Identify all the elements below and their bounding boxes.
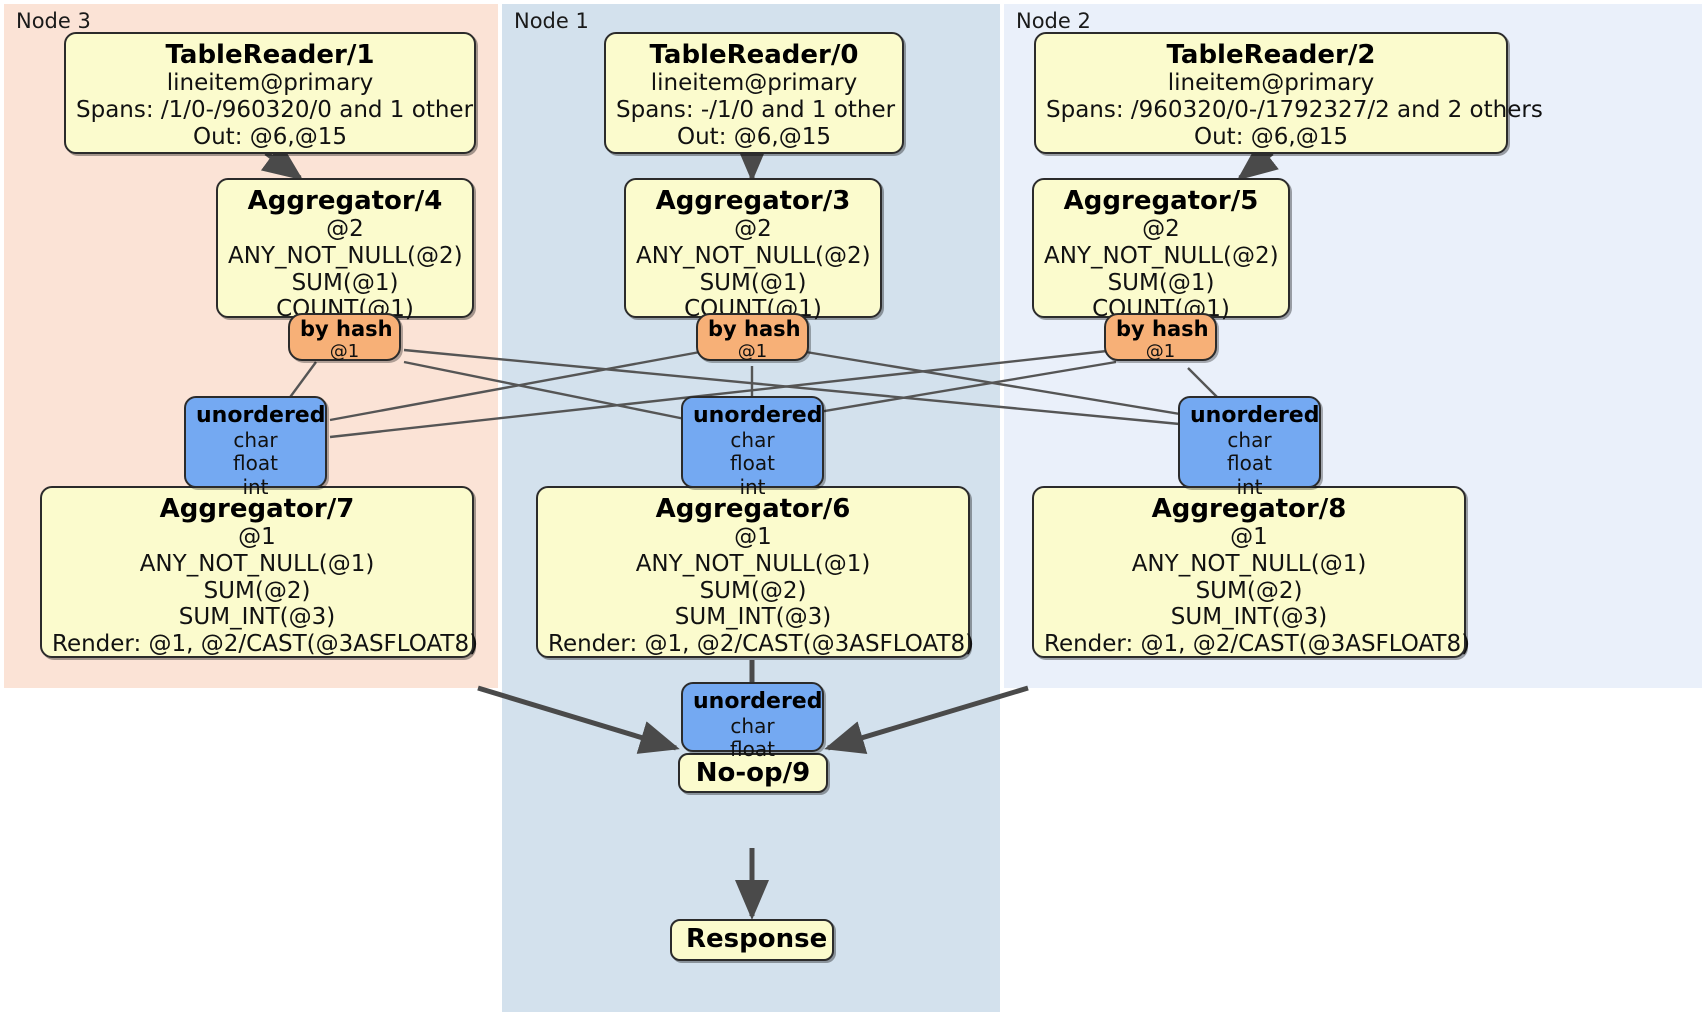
processor-title: TableReader/1 xyxy=(165,40,375,70)
processor-title: No-op/9 xyxy=(695,758,811,788)
synchronizer-type-line: float xyxy=(233,451,278,476)
processor-detail-line: @1 xyxy=(1230,524,1268,551)
router-title: by hash xyxy=(1116,317,1209,341)
processor-detail-line: @2 xyxy=(326,216,364,243)
processor-title: Aggregator/3 xyxy=(655,186,851,216)
processor-detail-line: ANY_NOT_NULL(@1) xyxy=(635,550,871,577)
processor-title: TableReader/2 xyxy=(1166,40,1376,70)
processor-render-line: Render: @1, @2/CAST(@3ASFLOAT8) xyxy=(1044,630,1471,657)
processor-aggregator-7[interactable]: Aggregator/7 @1 ANY_NOT_NULL(@1) SUM(@2)… xyxy=(40,486,479,658)
synchronizer-type-line: int xyxy=(1236,474,1263,499)
router-detail-line: @1 xyxy=(737,340,768,362)
processor-detail-line: ANY_NOT_NULL(@2) xyxy=(1044,242,1279,269)
processor-detail-line: @1 xyxy=(238,524,276,551)
processor-detail-line: ANY_NOT_NULL(@2) xyxy=(228,242,463,269)
processor-render-line: Render: @1, @2/CAST(@3ASFLOAT8) xyxy=(52,630,479,657)
processor-detail-line: Out: @6,@15 xyxy=(1194,123,1348,150)
processor-detail-line: SUM(@2) xyxy=(1195,577,1303,604)
synchronizer-type-line: char xyxy=(233,427,278,452)
processor-title: Aggregator/7 xyxy=(159,494,355,524)
synchronizer-type-line: char xyxy=(730,427,775,452)
processor-detail-line: ANY_NOT_NULL(@2) xyxy=(636,242,871,269)
synchronizer-type-line: float xyxy=(730,451,775,476)
processor-title: Aggregator/8 xyxy=(1151,494,1347,524)
router-by-hash-center[interactable]: by hash @1 xyxy=(696,313,809,361)
processor-detail-line: SUM(@2) xyxy=(699,577,807,604)
router-detail-line: @1 xyxy=(1145,340,1176,362)
synchronizer-title: unordered xyxy=(693,403,823,428)
processor-detail-line: lineitem@primary xyxy=(166,70,374,97)
synchronizer-unordered-left[interactable]: unordered char float int xyxy=(184,396,327,498)
router-detail-line: @1 xyxy=(329,340,360,362)
processor-detail-line: SUM(@1) xyxy=(291,269,399,296)
processor-detail-line: Spans: -/1/0 and 1 other xyxy=(616,96,896,123)
processor-tablereader-0[interactable]: TableReader/0 lineitem@primary Spans: -/… xyxy=(604,32,904,154)
processor-response[interactable]: Response xyxy=(670,919,834,961)
processor-aggregator-8[interactable]: Aggregator/8 @1 ANY_NOT_NULL(@1) SUM(@2)… xyxy=(1032,486,1471,658)
processor-detail-line: Out: @6,@15 xyxy=(193,123,347,150)
synchronizer-type-line: float xyxy=(1227,451,1272,476)
processor-detail-line: @2 xyxy=(734,216,772,243)
synchronizer-type-line: int xyxy=(739,474,766,499)
processor-aggregator-6[interactable]: Aggregator/6 @1 ANY_NOT_NULL(@1) SUM(@2)… xyxy=(536,486,975,658)
synchronizer-unordered-right[interactable]: unordered char float int xyxy=(1178,396,1321,498)
processor-detail-line: ANY_NOT_NULL(@1) xyxy=(1131,550,1367,577)
processor-tablereader-2[interactable]: TableReader/2 lineitem@primary Spans: /9… xyxy=(1034,32,1543,154)
synchronizer-type-line: int xyxy=(242,474,269,499)
node-panel-label-node2: Node 2 xyxy=(1016,9,1091,33)
synchronizer-title: unordered xyxy=(693,689,823,714)
processor-detail-line: SUM(@2) xyxy=(203,577,311,604)
processor-title: Response xyxy=(686,924,828,954)
router-by-hash-right[interactable]: by hash @1 xyxy=(1104,313,1217,361)
synchronizer-title: unordered xyxy=(196,403,326,428)
processor-aggregator-5[interactable]: Aggregator/5 @2 ANY_NOT_NULL(@2) SUM(@1)… xyxy=(1032,178,1290,322)
synchronizer-unordered-final[interactable]: unordered char float xyxy=(681,682,824,761)
router-title: by hash xyxy=(300,317,393,341)
processor-aggregator-4[interactable]: Aggregator/4 @2 ANY_NOT_NULL(@2) SUM(@1)… xyxy=(216,178,474,322)
processor-detail-line: @1 xyxy=(734,524,772,551)
router-by-hash-left[interactable]: by hash @1 xyxy=(288,313,401,361)
processor-aggregator-3[interactable]: Aggregator/3 @2 ANY_NOT_NULL(@2) SUM(@1)… xyxy=(624,178,882,322)
processor-detail-line: SUM(@1) xyxy=(699,269,807,296)
synchronizer-type-line: float xyxy=(730,737,775,762)
processor-title: Aggregator/5 xyxy=(1063,186,1259,216)
processor-detail-line: Spans: /960320/0-/1792327/2 and 2 others xyxy=(1046,96,1543,123)
processor-detail-line: lineitem@primary xyxy=(650,70,858,97)
processor-detail-line: Out: @6,@15 xyxy=(677,123,831,150)
processor-detail-line: lineitem@primary xyxy=(1167,70,1375,97)
processor-detail-line: ANY_NOT_NULL(@1) xyxy=(139,550,375,577)
processor-detail-line: SUM(@1) xyxy=(1107,269,1215,296)
processor-tablereader-1[interactable]: TableReader/1 lineitem@primary Spans: /1… xyxy=(64,32,476,154)
synchronizer-type-line: char xyxy=(1227,427,1272,452)
processor-title: Aggregator/6 xyxy=(655,494,851,524)
processor-render-line: Render: @1, @2/CAST(@3ASFLOAT8) xyxy=(548,630,975,657)
processor-detail-line: Spans: /1/0-/960320/0 and 1 other xyxy=(76,96,474,123)
router-title: by hash xyxy=(708,317,801,341)
processor-detail-line: @2 xyxy=(1142,216,1180,243)
processor-title: Aggregator/4 xyxy=(247,186,443,216)
synchronizer-type-line: char xyxy=(730,713,775,738)
synchronizer-unordered-center[interactable]: unordered char float int xyxy=(681,396,824,498)
node-panel-label-node1: Node 1 xyxy=(514,9,589,33)
node-panel-label-node3: Node 3 xyxy=(16,9,91,33)
synchronizer-title: unordered xyxy=(1190,403,1320,428)
processor-title: TableReader/0 xyxy=(649,40,859,70)
processor-detail-line: SUM_INT(@3) xyxy=(1170,604,1328,631)
processor-detail-line: SUM_INT(@3) xyxy=(178,604,336,631)
processor-detail-line: SUM_INT(@3) xyxy=(674,604,832,631)
processor-noop-9[interactable]: No-op/9 xyxy=(678,753,828,793)
